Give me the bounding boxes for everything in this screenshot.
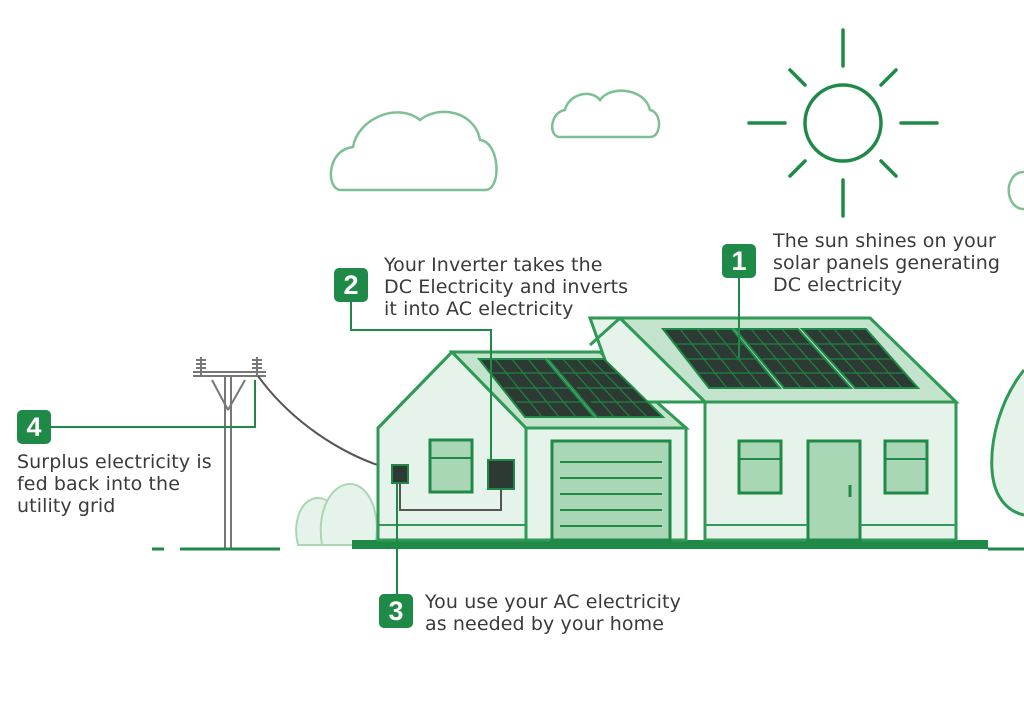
step-badge-3: 3 xyxy=(379,594,413,628)
callout-lines xyxy=(51,278,740,594)
step-text-4: Surplus electricity is fed back into the… xyxy=(17,451,212,517)
cloud-icon xyxy=(1007,170,1024,211)
utility-pole-icon xyxy=(193,357,266,549)
bush-icon xyxy=(295,482,378,546)
cloud-icon xyxy=(551,89,661,139)
inverter-icon xyxy=(487,459,515,490)
step-badge-4: 4 xyxy=(17,410,51,444)
meter-icon xyxy=(391,464,409,484)
sun-icon xyxy=(747,28,939,218)
tree-icon xyxy=(990,369,1024,517)
solar-panels-right xyxy=(660,328,921,389)
step-text-2: Your Inverter takes the DC Electricity a… xyxy=(384,254,629,320)
house-wiring xyxy=(399,483,502,511)
step-text-1: The sun shines on your solar panels gene… xyxy=(773,230,1001,296)
solar-panels-left xyxy=(476,358,666,418)
step-badge-1: 1 xyxy=(722,244,756,278)
step-text-3: You use your AC electricity as needed by… xyxy=(425,591,681,635)
step-badge-2: 2 xyxy=(334,268,368,302)
power-line xyxy=(257,375,394,471)
ground-line xyxy=(152,540,1024,551)
cloud-icon xyxy=(329,110,498,192)
